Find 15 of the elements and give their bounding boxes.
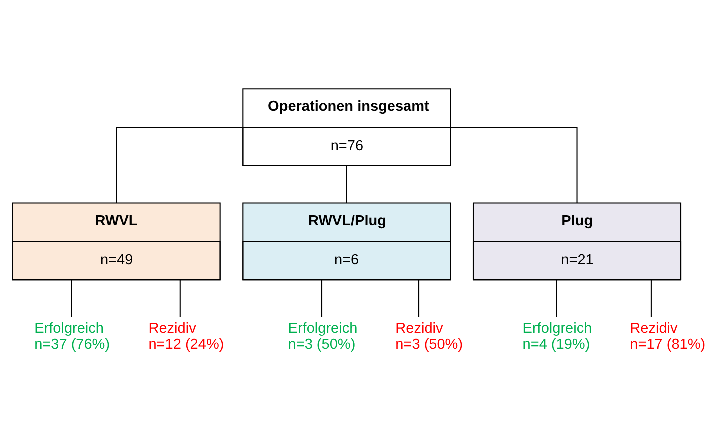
- connector: [180, 280, 181, 318]
- connector: [322, 280, 323, 318]
- node-text: Erfolgreich n=4 (19%): [522, 321, 592, 353]
- connector: [450, 127, 578, 204]
- node-text: Rezidiv n=17 (81%): [630, 321, 706, 353]
- node-text: Rezidiv n=12 (24%): [148, 321, 224, 353]
- connector: [346, 166, 348, 204]
- connector: [650, 280, 652, 318]
- node-text: Erfolgreich n=3 (50%): [288, 321, 358, 353]
- connector: [418, 280, 420, 318]
- connector: [116, 127, 243, 204]
- connector: [71, 280, 72, 318]
- node-text: Rezidiv n=3 (50%): [396, 321, 464, 353]
- node-text: Erfolgreich n=37 (76%): [34, 321, 110, 353]
- connector: [556, 280, 558, 318]
